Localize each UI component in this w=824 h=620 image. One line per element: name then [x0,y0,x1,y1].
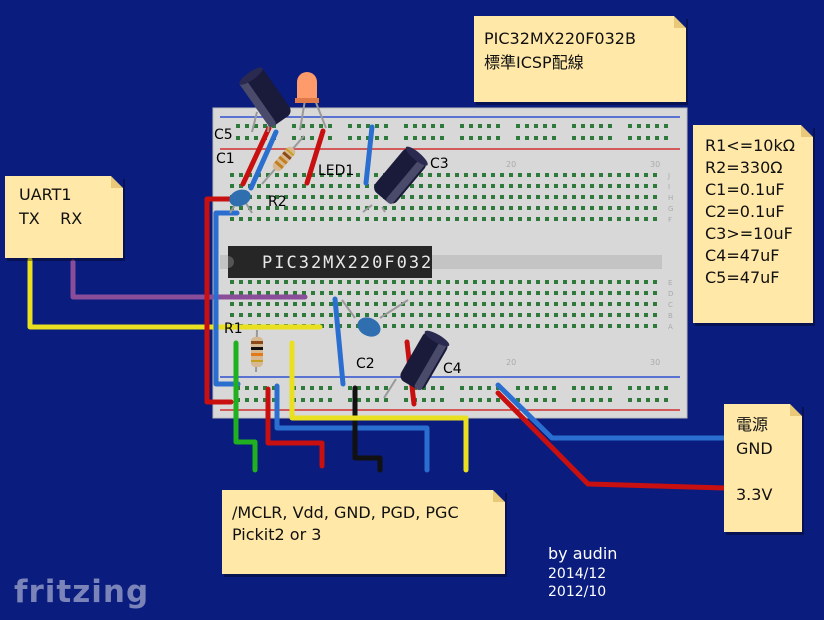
row-letter-E: E [668,279,672,287]
row-letter-G: G [668,205,673,213]
resistor-r1 [251,329,263,373]
wire-red-power-33v [495,390,728,491]
chip-label: PIC32MX220F032 [262,253,433,273]
wire-yellow-pgc [289,340,469,473]
row-letter-I: I [668,183,670,191]
wire-green-mclr [233,340,258,473]
component-spec-1: R2=330Ω [705,158,783,177]
capacitor-c5 [239,67,291,128]
wire-blue-gnd [274,383,430,473]
chip-notch [228,256,234,268]
components [229,67,450,399]
wire-red-led [304,128,326,186]
wire-blue-pin-gnd [332,296,346,387]
label-r2: R2 [268,194,287,210]
wire-uart-rx-purple [70,259,308,300]
credit-date1: 2014/12 [548,566,607,582]
label-c4: C4 [443,361,462,377]
power-note: 電源 GND 3.3V [724,404,802,532]
wire-blue-left-rail [213,210,241,387]
row-letter-A: A [668,323,673,331]
component-spec-5: C4=47uF [705,246,780,265]
breadboard-holes [230,124,668,402]
label-c3: C3 [430,156,449,172]
wire-uart-tx-yellow [27,257,323,330]
row-letter-F: F [668,216,672,224]
component-spec-3: C2=0.1uF [705,202,785,221]
label-r1: R1 [224,321,243,337]
title-line2: 標準ICSP配線 [484,53,584,72]
pic32-chip: PIC32MX220F032 [228,246,433,278]
fritzing-logo: fritzing [14,574,150,610]
resistor-r2 [261,135,305,185]
wire-blue-c1 [248,129,279,191]
label-led1: LED1 [318,163,354,179]
wire-blue-c3 [363,124,375,186]
pickit-note: /MCLR, Vdd, GND, PGD, PGC Pickit2 or 3 [222,490,505,574]
column-mark-30-bottom: 30 [650,358,660,367]
credit-date2: 2012/10 [548,584,607,600]
component-spec-0: R1<=10kΩ [705,136,795,155]
power-line1: 電源 [736,415,769,434]
credit-author: by audin [548,544,618,563]
wire-black-pgd [352,385,383,473]
capacitor-c3 [374,146,428,204]
pickit-line2: Pickit2 or 3 [232,525,322,544]
row-letter-C: C [668,301,673,309]
uart-note: UART1 TX RX [5,176,123,258]
column-mark-20-top: 20 [506,160,516,169]
chip-body [228,246,432,278]
label-c5: C5 [214,127,233,143]
label-c1: C1 [216,151,235,167]
uart-line2: TX RX [19,209,83,228]
capacitor-c2 [341,299,409,337]
capacitor-c4 [400,330,450,391]
wire-red-vdd [265,386,325,469]
wire-red-c5 [240,125,272,187]
part-labels: C5 C1 R2 LED1 C3 R1 C2 C4 [214,127,462,377]
component-spec-2: C1=0.1uF [705,180,785,199]
led1 [295,72,327,131]
uart-line1: UART1 [19,185,72,204]
power-33v-label: 3.3V [736,485,773,504]
row-letter-B: B [668,312,673,320]
row-letter-D: D [668,290,673,298]
power-gnd-label: GND [736,439,773,458]
wire-red-left-rail [204,196,234,405]
wire-blue-power-gnd [495,382,728,441]
pickit-line1: /MCLR, Vdd, GND, PGD, PGC [232,503,459,522]
column-mark-20-bottom: 20 [506,358,516,367]
components-list: R1<=10kΩ R2=330Ω C1=0.1uF C2=0.1uF C3>=10uF C… [705,135,795,289]
title-note: PIC32MX220F032B 標準ICSP配線 [474,16,686,102]
component-spec-6: C5=47uF [705,268,780,287]
capacitor-c1 [229,189,253,214]
component-spec-4: C3>=10uF [705,224,793,243]
wires [27,124,728,491]
label-c2: C2 [356,356,375,372]
column-mark-30-top: 30 [650,160,660,169]
title-line1: PIC32MX220F032B [484,29,636,48]
row-letter-J: J [667,172,670,180]
row-letter-H: H [668,194,673,202]
components-note: R1<=10kΩ R2=330Ω C1=0.1uF C2=0.1uF C3>=10uF C… [693,125,813,323]
